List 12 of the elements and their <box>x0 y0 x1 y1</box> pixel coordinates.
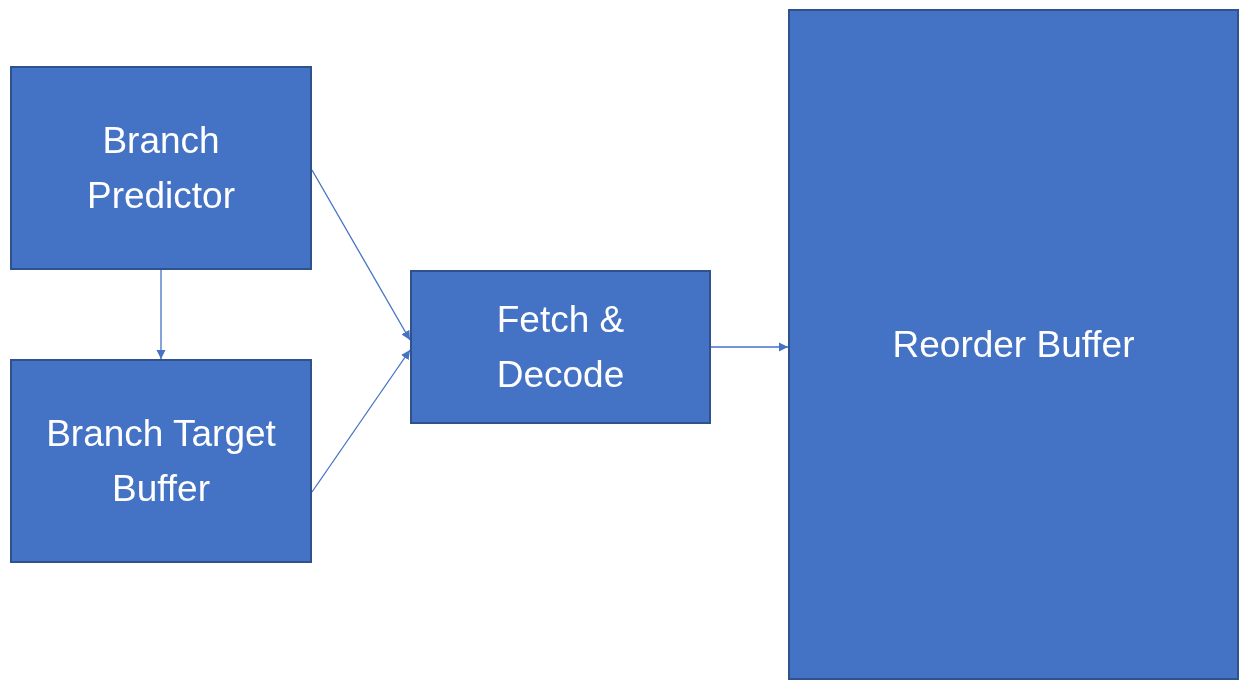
arrow <box>710 342 789 352</box>
box-label: Fetch & Decode <box>495 297 626 397</box>
arrow <box>311 169 411 341</box>
process-box <box>788 9 1239 680</box>
box-label: Branch Predictor <box>85 118 237 218</box>
box-label: Reorder Buffer <box>892 322 1135 367</box>
process-box <box>10 359 312 563</box>
box-label: Branch Target Buffer <box>45 411 277 511</box>
arrow <box>156 269 166 360</box>
arrow <box>311 349 411 493</box>
process-box <box>10 66 312 270</box>
process-box <box>410 270 711 424</box>
